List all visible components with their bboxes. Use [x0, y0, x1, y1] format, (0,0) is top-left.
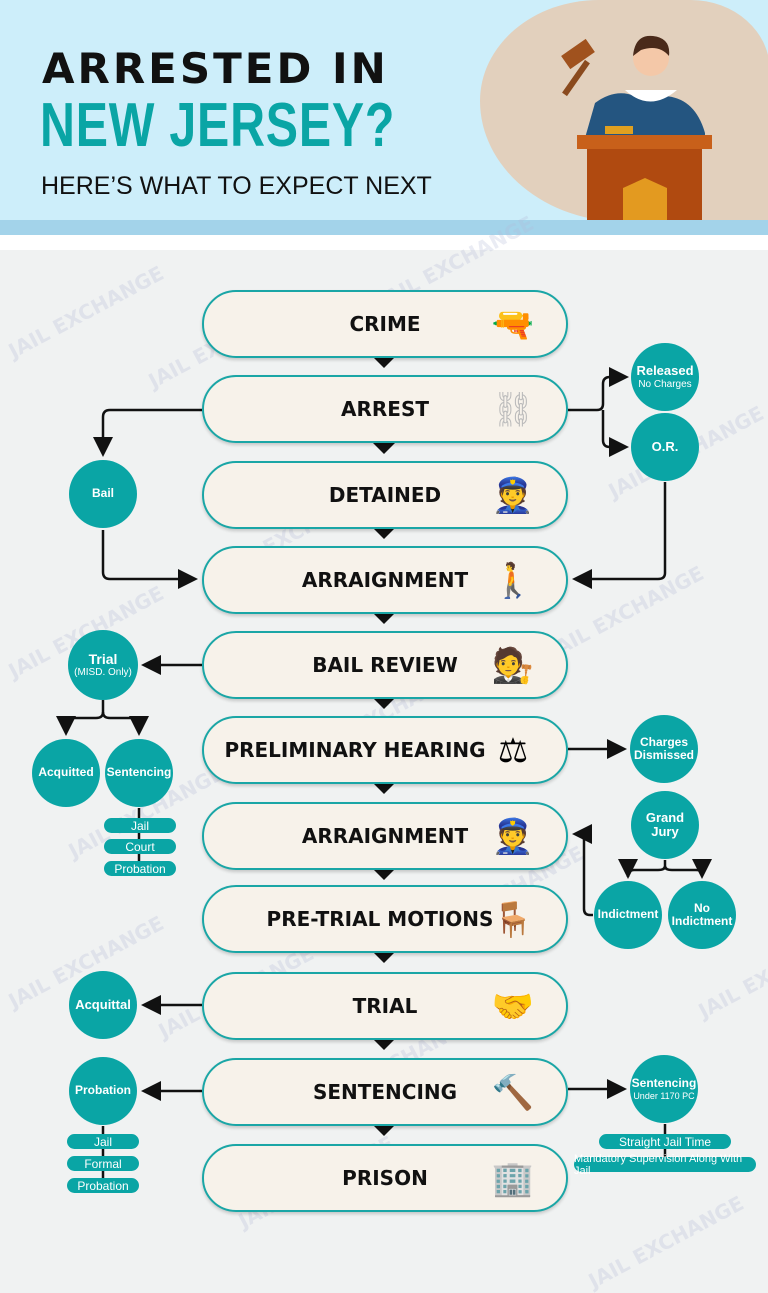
branch-title: Acquittal [75, 996, 131, 1012]
step-label: ARREST [341, 397, 429, 421]
option-straight-jail-time: Straight Jail Time [599, 1134, 731, 1149]
step-arrest: ARREST ⛓ [202, 375, 568, 443]
judge-illustration [561, 35, 712, 222]
step-sentencing: SENTENCING 🔨 [202, 1058, 568, 1126]
step-label: BAIL REVIEW [312, 653, 458, 677]
option-jail: Jail [67, 1134, 139, 1149]
branch-sub: No Charges [638, 378, 692, 390]
judge-gavel-icon: 🔨 [491, 1074, 535, 1112]
step-arraignment: ARRAIGNMENT 🚶 [202, 546, 568, 614]
branch-or: O.R. [631, 413, 699, 481]
step-bail-review: BAIL REVIEW 🧑‍⚖️ [202, 631, 568, 699]
branch-title: Sentencing [106, 765, 172, 780]
branch-title: Trial [88, 650, 118, 667]
step-detained: DETAINED 👮 [202, 461, 568, 529]
gun-icon: 🔫 [491, 306, 535, 344]
branch-sentencing-misd: Sentencing [105, 739, 173, 807]
step-preliminary-hearing: PRELIMINARY HEARING ⚖ [202, 716, 568, 784]
branch-grand-jury: Grand Jury [631, 791, 699, 859]
option-jail: Jail [104, 818, 176, 833]
officer-prisoner-icon: 👮 [491, 818, 535, 856]
branch-charges-dismissed: Charges Dismissed [630, 715, 698, 783]
step-label: PRELIMINARY HEARING [224, 738, 486, 762]
branch-acquitted: Acquitted [32, 739, 100, 807]
option-court: Court [104, 839, 176, 854]
step-label: TRIAL [352, 994, 418, 1018]
option-probation: Probation [67, 1178, 139, 1193]
subtitle: HERE’S WHAT TO EXPECT NEXT [41, 172, 432, 200]
branch-trial-misd: Trial(MISD. Only) [68, 630, 138, 700]
branch-title: No Indictment [671, 900, 733, 928]
step-label: PRISON [342, 1166, 428, 1190]
branch-no-indictment: No Indictment [668, 881, 736, 949]
header-banner: ARRESTED IN NEW JERSEY? HERE’S WHAT TO E… [0, 0, 768, 222]
header-divider [0, 220, 768, 235]
step-crime: CRIME 🔫 [202, 290, 568, 358]
step-trial: TRIAL 🤝 [202, 972, 568, 1040]
step-arraignment-2: ARRAIGNMENT 👮 [202, 802, 568, 870]
branch-title: Probation [75, 1083, 131, 1098]
branch-title: Acquitted [38, 765, 94, 780]
courtroom-icon: 🪑 [491, 901, 535, 939]
branch-title: Charges Dismissed [633, 734, 695, 762]
step-label: PRE-TRIAL MOTIONS [266, 907, 494, 931]
flow-connectors [56, 357, 712, 1188]
step-label: ARRAIGNMENT [301, 568, 469, 592]
branch-sub: Under 1170 PC [633, 1090, 695, 1101]
podium-icon: 🧑‍⚖️ [491, 647, 535, 685]
step-label: SENTENCING [312, 1080, 458, 1104]
prison-cell-icon: 🏢 [491, 1160, 535, 1198]
branch-title: Indictment [597, 907, 659, 922]
step-label: ARRAIGNMENT [301, 824, 469, 848]
branch-sub: (MISD. Only) [74, 667, 132, 679]
branch-title: Grand Jury [645, 809, 685, 839]
spacer [0, 235, 768, 250]
branch-title: Sentencing [631, 1076, 697, 1091]
handcuffs-icon: ⛓ [491, 391, 535, 429]
trial-table-icon: 🤝 [491, 988, 535, 1026]
option-probation: Probation [104, 861, 176, 876]
step-prison: PRISON 🏢 [202, 1144, 568, 1212]
branch-title: Released [636, 363, 694, 379]
title-line-1: ARRESTED IN [42, 44, 389, 93]
branch-bail: Bail [69, 460, 137, 528]
down-arrows [373, 357, 395, 1136]
branch-acquittal: Acquittal [69, 971, 137, 1039]
step-pre-trial-motions: PRE-TRIAL MOTIONS🪑 [202, 885, 568, 953]
officer-detaining-icon: 👮 [491, 477, 535, 515]
option-formal: Formal [67, 1156, 139, 1171]
branch-title: Bail [91, 486, 114, 501]
branch-indictment: Indictment [594, 881, 662, 949]
prisoner-escort-icon: 🚶 [491, 562, 535, 600]
branch-title: O.R. [651, 438, 679, 454]
option-mandatory-supervision: Mandatory Supervision Along With Jail [574, 1153, 756, 1177]
step-label: DETAINED [328, 483, 442, 507]
branch-probation: Probation [69, 1057, 137, 1125]
step-label: CRIME [349, 312, 421, 336]
judge-desk-icon: ⚖ [497, 732, 529, 770]
title-line-2: NEW JERSEY? [40, 91, 396, 160]
